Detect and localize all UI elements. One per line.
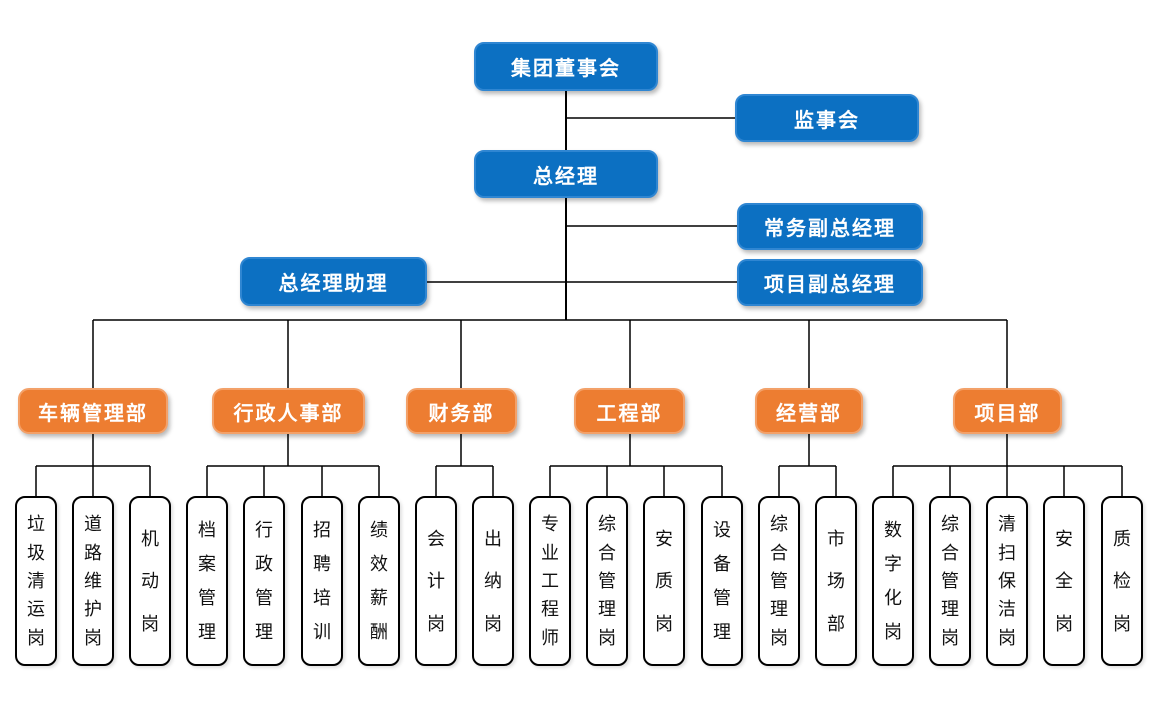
position-label: 质检岗 xyxy=(1113,528,1131,634)
position-label: 清扫保洁岗 xyxy=(998,514,1016,648)
department-box-admin-hr: 行政人事部 xyxy=(212,388,365,434)
position-label: 专业工程师 xyxy=(541,514,559,648)
node-gm-assistant: 总经理助理 xyxy=(240,257,427,306)
position-box: 综合管理岗 xyxy=(758,496,800,666)
connector-department-bus xyxy=(92,319,1008,388)
node-general-manager-label: 总经理 xyxy=(533,165,599,188)
position-box: 招聘培训 xyxy=(301,496,343,666)
position-label: 设备管理 xyxy=(713,520,731,642)
position-label: 安质岗 xyxy=(655,528,673,634)
position-box: 专业工程师 xyxy=(529,496,571,666)
position-label: 市场部 xyxy=(827,528,845,634)
position-label: 综合管理岗 xyxy=(598,514,616,648)
department-label: 财务部 xyxy=(428,402,495,425)
position-label: 道路维护岗 xyxy=(84,514,102,648)
position-box: 行政管理 xyxy=(243,496,285,666)
department-box-project: 项目部 xyxy=(953,388,1062,434)
position-box: 安全岗 xyxy=(1043,496,1085,666)
department-label: 车辆管理部 xyxy=(38,402,148,425)
position-label: 会计岗 xyxy=(427,528,445,634)
department-box-operations: 经营部 xyxy=(755,388,863,434)
position-box: 出纳岗 xyxy=(472,496,514,666)
node-executive-deputy-gm: 常务副总经理 xyxy=(737,203,923,250)
node-supervisory-board-label: 监事会 xyxy=(794,109,860,132)
position-label: 绩效薪酬 xyxy=(370,520,388,642)
position-box: 综合管理岗 xyxy=(586,496,628,666)
department-box-finance: 财务部 xyxy=(406,388,517,434)
position-box: 道路维护岗 xyxy=(72,496,114,666)
position-label: 档案管理 xyxy=(198,520,216,642)
position-box: 市场部 xyxy=(815,496,857,666)
node-board-of-directors-label: 集团董事会 xyxy=(511,58,621,80)
position-box: 安质岗 xyxy=(643,496,685,666)
position-box: 绩效薪酬 xyxy=(358,496,400,666)
position-label: 综合管理岗 xyxy=(770,514,788,648)
position-box: 会计岗 xyxy=(415,496,457,666)
position-label: 数字化岗 xyxy=(884,520,902,642)
connector-management-branches xyxy=(427,117,737,283)
position-box: 垃圾清运岗 xyxy=(15,496,57,666)
position-label: 出纳岗 xyxy=(484,528,502,634)
department-label: 工程部 xyxy=(596,402,663,425)
position-label: 安全岗 xyxy=(1055,528,1073,634)
node-gm-assistant-label: 总经理助理 xyxy=(278,273,389,295)
node-executive-deputy-gm-label: 常务副总经理 xyxy=(764,218,896,240)
department-label: 行政人事部 xyxy=(233,402,344,425)
department-label: 项目部 xyxy=(974,402,1041,425)
department-box-vehicle-mgmt: 车辆管理部 xyxy=(18,388,168,434)
node-supervisory-board: 监事会 xyxy=(735,94,919,142)
node-project-deputy-gm-label: 项目副总经理 xyxy=(764,274,896,296)
position-box: 综合管理岗 xyxy=(929,496,971,666)
position-label: 行政管理 xyxy=(255,520,273,642)
position-box: 清扫保洁岗 xyxy=(986,496,1028,666)
position-box: 数字化岗 xyxy=(872,496,914,666)
department-label: 经营部 xyxy=(776,402,842,425)
connector-position-buses xyxy=(35,434,1123,497)
department-box-engineering: 工程部 xyxy=(574,388,685,434)
node-board-of-directors: 集团董事会 xyxy=(474,42,658,91)
node-project-deputy-gm: 项目副总经理 xyxy=(737,259,923,306)
position-label: 招聘培训 xyxy=(313,520,331,642)
position-box: 档案管理 xyxy=(186,496,228,666)
position-label: 综合管理岗 xyxy=(941,514,959,648)
position-box: 质检岗 xyxy=(1101,496,1143,666)
position-label: 机动岗 xyxy=(141,528,159,634)
position-box: 机动岗 xyxy=(129,496,171,666)
position-label: 垃圾清运岗 xyxy=(27,514,45,648)
node-general-manager: 总经理 xyxy=(474,150,658,198)
position-box: 设备管理 xyxy=(701,496,743,666)
